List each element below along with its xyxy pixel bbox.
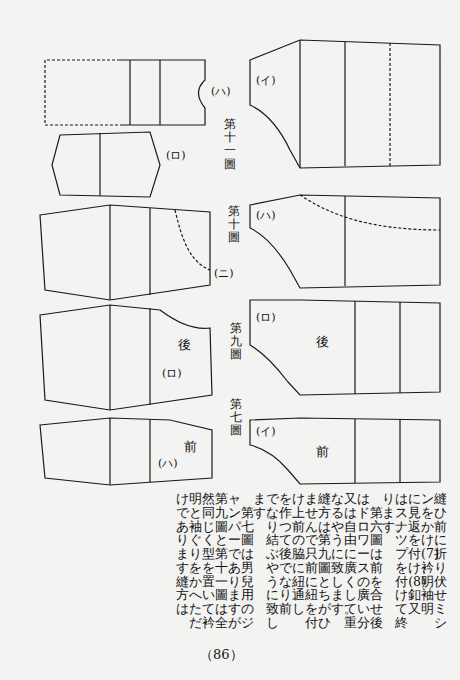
pattern-line [110, 305, 150, 410]
figure-number: 第七圖 [230, 398, 242, 438]
figure-letter: (ロ) [256, 312, 276, 324]
pattern-line [99, 133, 100, 196]
body-text: ります。 [382, 492, 395, 533]
figure-number: 第十一圖 [224, 118, 236, 171]
body-text: 然同じく型を置いて衿 [202, 492, 215, 630]
body-text: はドロワースの廣い分 [357, 492, 370, 630]
figure-letter: (ロ) [166, 150, 186, 162]
back-piece [40, 305, 212, 410]
figure-letter: (ハ) [158, 458, 178, 470]
front-piece [250, 418, 440, 484]
body-text: でなり結ぶやうに致し [266, 492, 279, 630]
body-text: 縫方は第九圖とちがひ [318, 492, 331, 630]
figure-letter: (ハ) [256, 210, 276, 222]
body-text: ンをかけ、(7)衿明袖明 [421, 492, 434, 616]
body-text: 第九圖と第十一圖は全 [215, 492, 228, 630]
bodice-piece [40, 205, 210, 300]
body-text: を作つて後でなり、前 [279, 492, 292, 616]
figure-number: 第十圖 [228, 205, 240, 245]
piece-label: 前 [184, 440, 197, 454]
body-text: 又は自由に廣くして重 [344, 492, 357, 630]
body-text: に見返を付け、(8)釦又 [408, 492, 421, 616]
figure-number: 第九圖 [230, 322, 242, 362]
body-text: なるやうに致します。 [331, 492, 344, 616]
page-number: （86） [200, 648, 243, 662]
body-text: 第六圖は前を合せ後 [370, 492, 383, 630]
pattern-line [300, 40, 345, 168]
front-piece [40, 418, 212, 485]
body-text: けであります。縫方は [176, 492, 189, 616]
body-text: 第七圖は男兒用のジ [241, 492, 254, 630]
pattern-pieces [40, 40, 440, 485]
figure-letter: (イ) [256, 75, 276, 87]
back-piece [250, 300, 440, 395]
figure-letter: (ロ) [162, 368, 182, 380]
bodice-piece [250, 195, 440, 288]
body-text: ャンパーでありますが [228, 492, 241, 630]
yoke-piece [120, 60, 205, 125]
piece-label: 前 [316, 445, 329, 459]
body-text: け、上前の脇に紐通し [292, 492, 305, 616]
dashed-line [175, 210, 210, 270]
piece-label: 後 [178, 338, 191, 352]
figure-letter: (ハ) [211, 86, 231, 98]
figure-letter: (ニ) [214, 268, 234, 280]
pattern-line [344, 196, 345, 286]
pattern-line [355, 419, 400, 483]
body-text: ませんで只前に紐を付 [305, 492, 318, 630]
pattern-line [130, 60, 160, 125]
figure-letter: (イ) [256, 426, 276, 438]
pattern-line [355, 301, 400, 394]
body-text: ます。 [253, 492, 266, 520]
piece-label: 後 [316, 335, 329, 349]
body-text: はスナツプを付けて終 [395, 492, 408, 630]
sleeve-piece [52, 132, 160, 197]
dashed-line [300, 195, 440, 230]
body-text: 縫ひ前に折り伏せミシ [434, 492, 447, 630]
dashed-line [45, 60, 120, 125]
pattern-line [110, 205, 150, 300]
bodice-piece [250, 40, 440, 168]
pattern-line [110, 418, 150, 485]
body-text: 明と袖ぐりをかへただ [189, 492, 202, 630]
dashed-line [389, 43, 390, 166]
